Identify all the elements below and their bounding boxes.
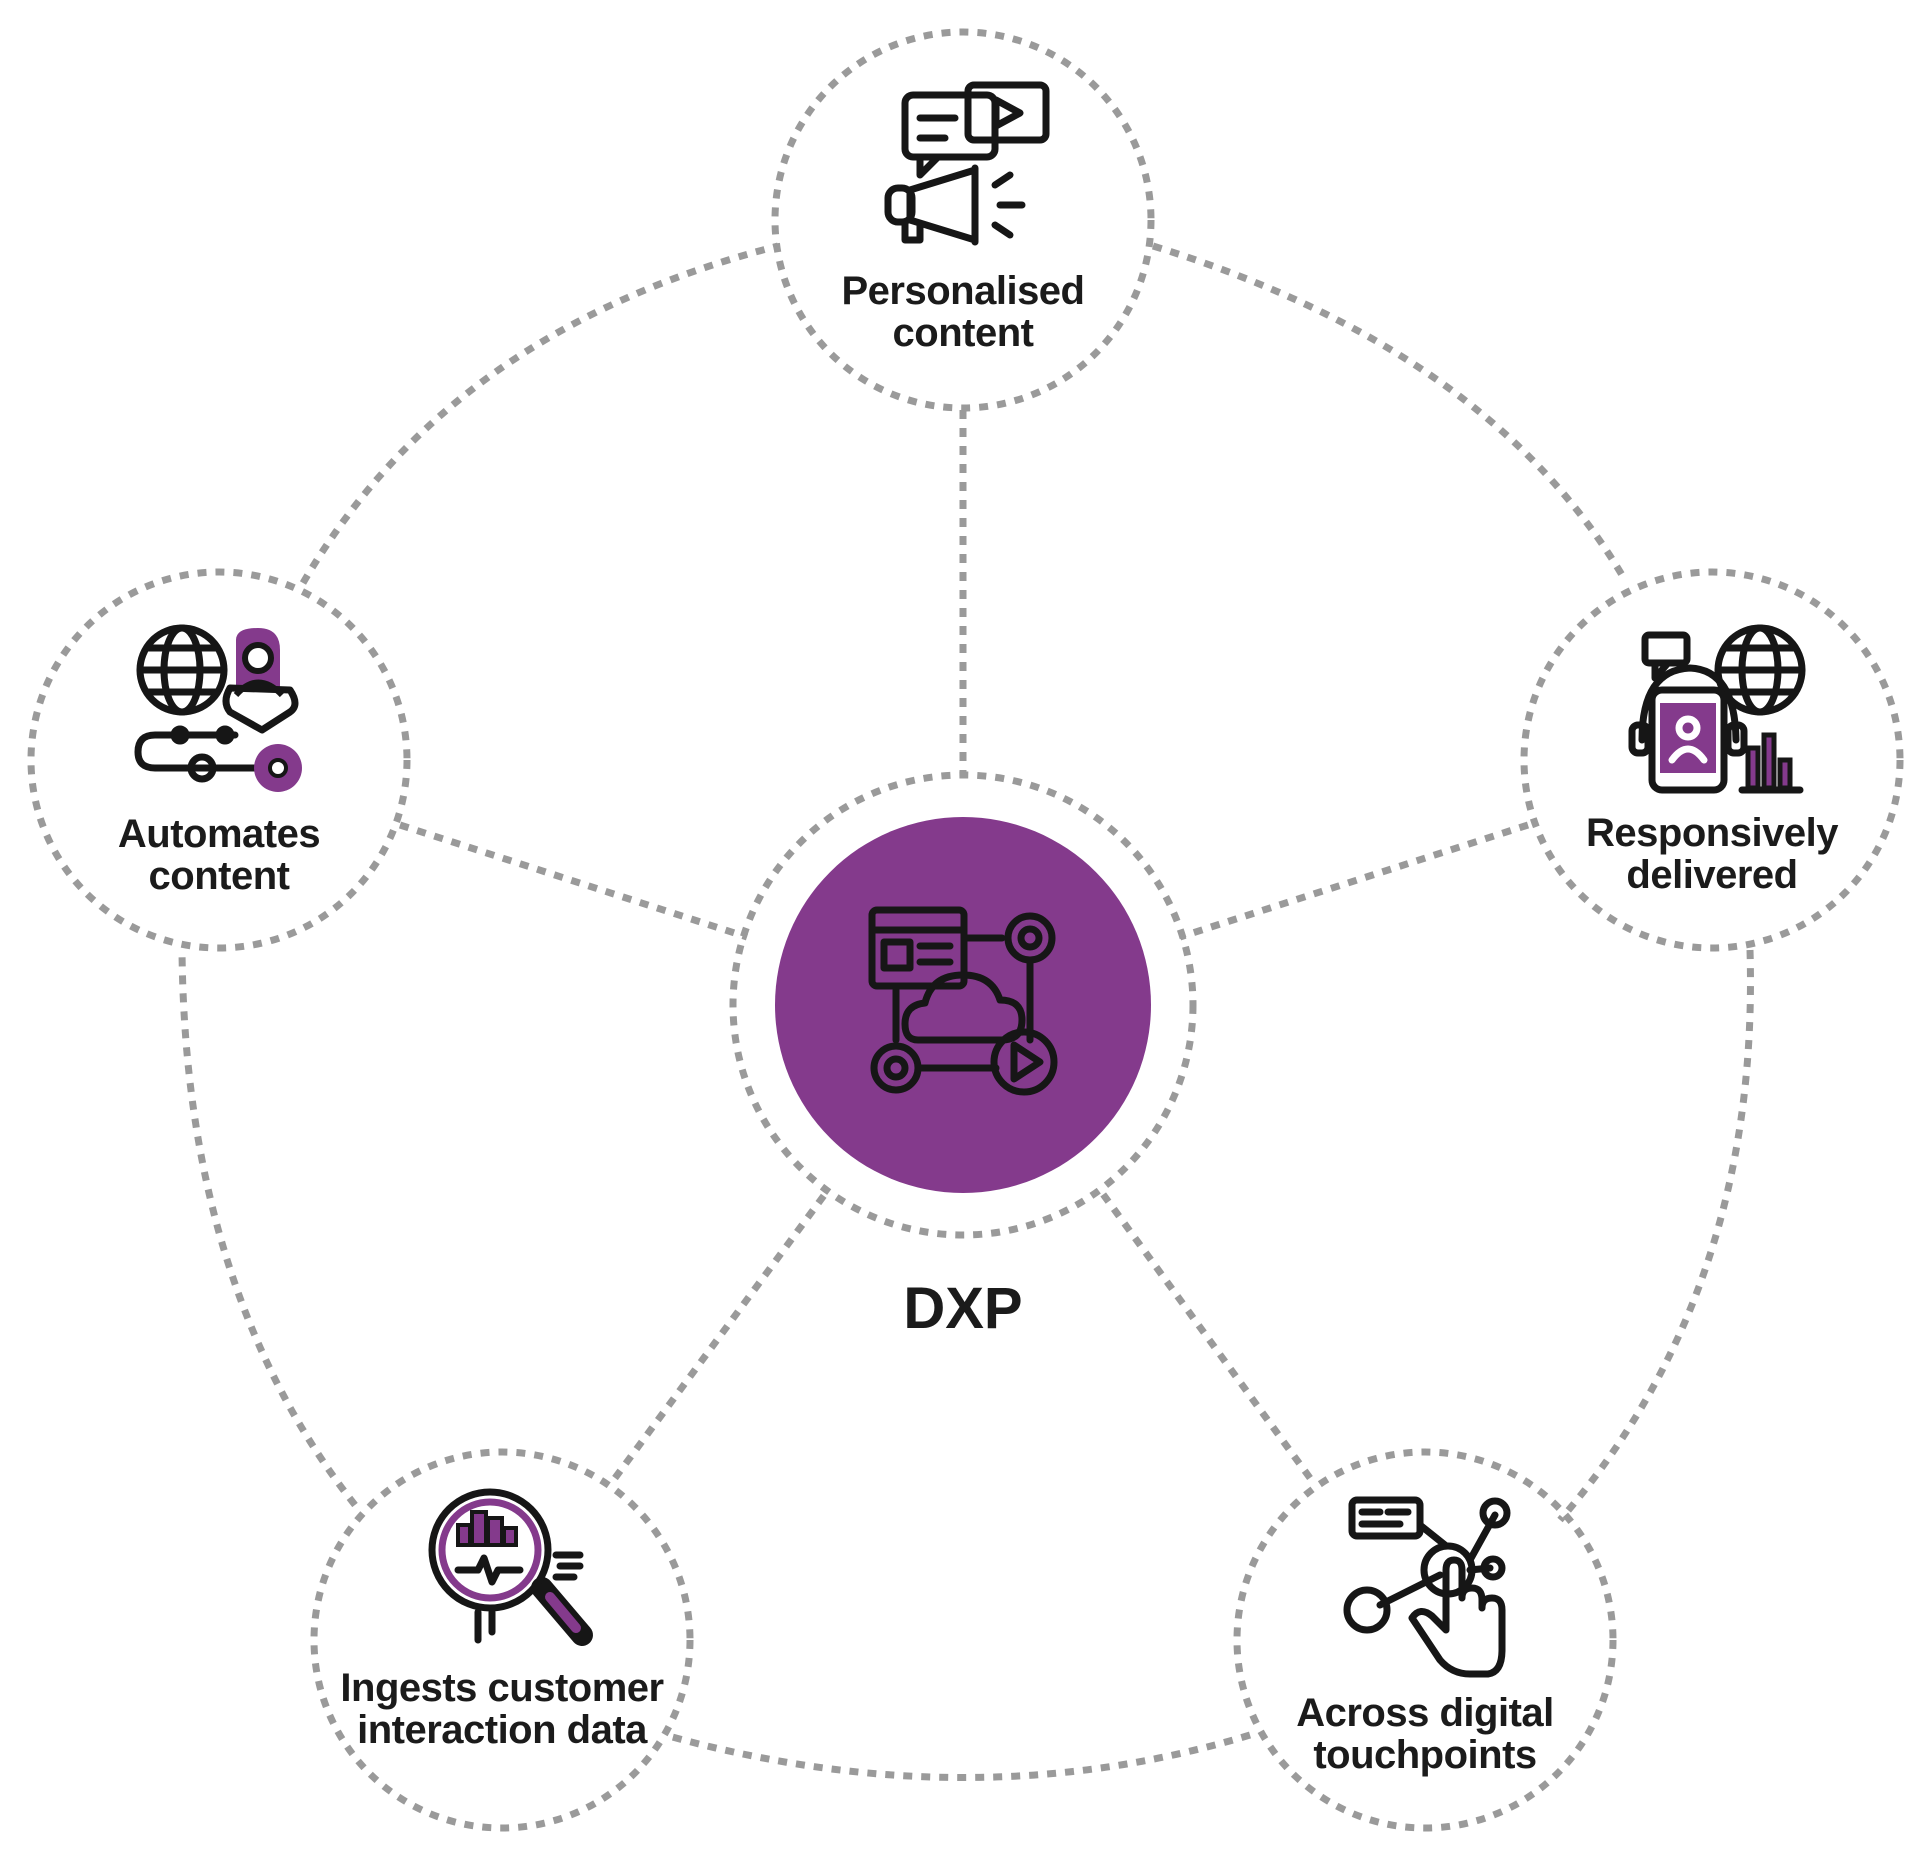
connector-responsive-touchpoints (1557, 949, 1754, 1523)
node-label-line: Automates (117, 812, 321, 856)
ring-touchpoints (1233, 1448, 1617, 1832)
magnifier-analytics-icon (428, 1488, 593, 1646)
node-label-line: Personalised (841, 269, 1085, 313)
center-hub (775, 817, 1151, 1193)
node-label-responsive: Responsively delivered (1522, 812, 1902, 896)
spoke-automates (398, 821, 749, 941)
node-label-line: content (892, 311, 1034, 355)
ring-responsive (1520, 568, 1904, 952)
touch-network-icon (1343, 1496, 1511, 1678)
ring-personalised (771, 28, 1155, 412)
ring-ingests (310, 1448, 694, 1832)
node-label-line: content (148, 854, 290, 898)
node-label-touchpoints: Across digital touchpoints (1235, 1692, 1615, 1776)
connector-ingests-automates (178, 949, 358, 1508)
node-label-line: Across digital (1296, 1691, 1554, 1735)
outer-connectors (178, 242, 1754, 1781)
node-label-line: Ingests customer (340, 1666, 664, 1710)
spoke-connectors (398, 410, 1530, 1481)
node-label-line: touchpoints (1313, 1733, 1537, 1777)
center-label: DXP (903, 1276, 1023, 1341)
node-label-automates: Automates content (29, 813, 409, 897)
node-label-line: delivered (1626, 853, 1798, 897)
megaphone-chat-video-icon (884, 81, 1050, 246)
node-label-line: interaction data (357, 1708, 647, 1752)
node-label-personalised: Personalised content (773, 270, 1153, 354)
mobile-globe-chart-icon (1628, 624, 1806, 794)
node-label-ingests: Ingests customer interaction data (312, 1667, 692, 1751)
ring-center (729, 771, 1197, 1239)
connector-touchpoints-ingests (664, 1731, 1252, 1781)
globe-user-workflow-icon (134, 624, 302, 792)
connector-automates-personalised (299, 242, 779, 585)
node-label-line: Responsively (1586, 811, 1838, 855)
ring-automates (27, 568, 411, 952)
spoke-ingests (612, 1187, 831, 1481)
spoke-responsive (1178, 821, 1530, 941)
cloud-platform-icon (868, 906, 1058, 1096)
connector-personalised-responsive (1151, 242, 1629, 582)
node-rings (27, 28, 1904, 1832)
spoke-touchpoints (1097, 1187, 1313, 1481)
